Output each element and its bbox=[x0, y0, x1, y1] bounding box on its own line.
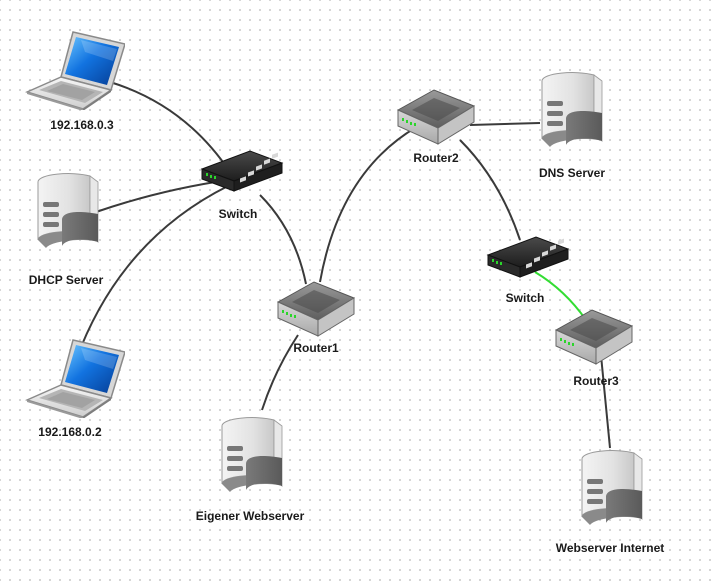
links bbox=[75, 81, 611, 449]
laptop-icon[interactable] bbox=[26, 339, 125, 419]
router-icon[interactable] bbox=[555, 309, 633, 365]
link-router3-webinternet bbox=[599, 344, 611, 449]
link-router2-dns bbox=[469, 122, 541, 126]
server-icon[interactable] bbox=[221, 417, 283, 493]
link-laptop2-switch1 bbox=[75, 185, 229, 361]
link-switch1-router1 bbox=[259, 194, 307, 285]
switch-icon[interactable] bbox=[487, 236, 569, 278]
label-switch1: Switch bbox=[218, 207, 258, 221]
laptop-icon[interactable] bbox=[26, 31, 125, 111]
server-icon[interactable] bbox=[541, 71, 603, 148]
label-switch2: Switch bbox=[505, 291, 545, 305]
switch-icon[interactable] bbox=[201, 150, 283, 192]
label-laptop1: 192.168.0.3 bbox=[50, 118, 114, 132]
label-dhcp: DHCP Server bbox=[28, 273, 104, 287]
server-icon[interactable] bbox=[581, 449, 643, 526]
label-webinternet: Webserver Internet bbox=[555, 541, 665, 555]
label-router2: Router2 bbox=[413, 151, 459, 165]
link-router1-webserver bbox=[261, 334, 299, 411]
link-switch2-router3 bbox=[534, 271, 587, 321]
link-router1-router2 bbox=[319, 124, 421, 283]
label-router3: Router3 bbox=[573, 374, 619, 388]
label-router1: Router1 bbox=[293, 341, 339, 355]
label-dns: DNS Server bbox=[538, 166, 606, 180]
server-icon[interactable] bbox=[37, 173, 99, 249]
label-laptop2: 192.168.0.2 bbox=[38, 425, 102, 439]
label-webserver: Eigener Webserver bbox=[195, 509, 305, 523]
router-icon[interactable] bbox=[277, 281, 355, 337]
link-laptop1-switch1 bbox=[109, 81, 231, 173]
router-icon[interactable] bbox=[397, 89, 475, 145]
link-router2-switch2 bbox=[459, 139, 521, 241]
